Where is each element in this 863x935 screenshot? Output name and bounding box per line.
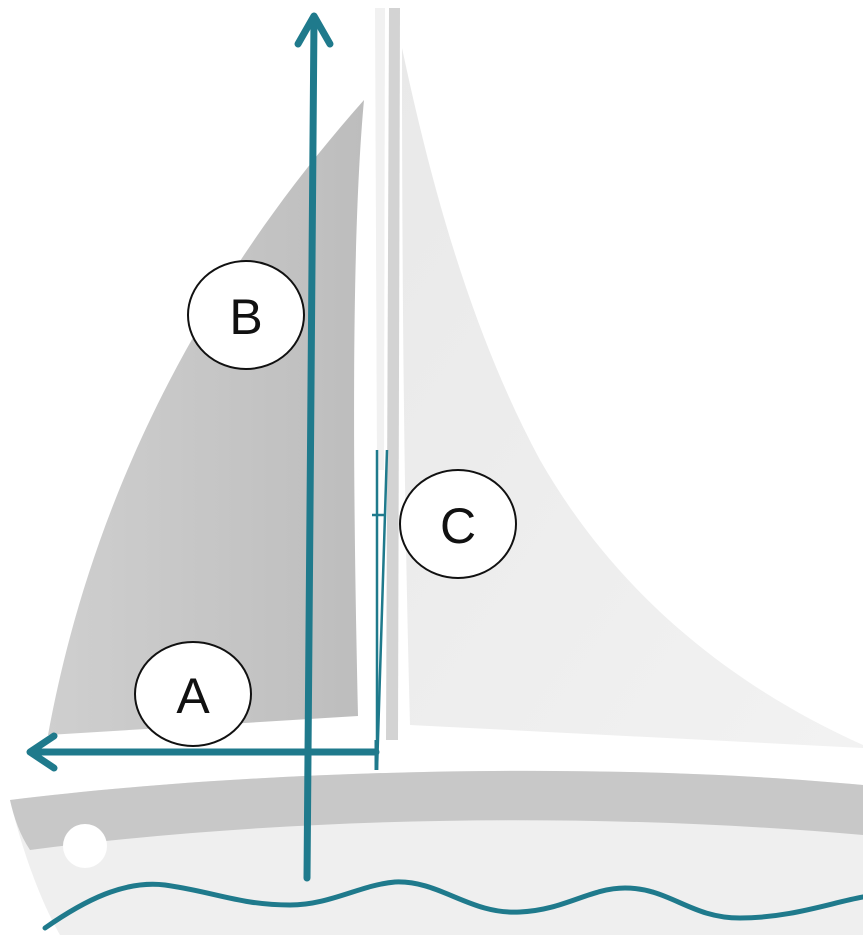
mast bbox=[386, 8, 400, 740]
arrow-b-shaft bbox=[303, 14, 318, 882]
label-a: A bbox=[134, 641, 252, 747]
porthole bbox=[63, 824, 107, 868]
label-b: B bbox=[187, 260, 305, 370]
arrow-a-head bbox=[26, 732, 58, 772]
label-c-text: C bbox=[440, 498, 476, 554]
label-a-text: A bbox=[176, 668, 210, 724]
hull-stripe bbox=[10, 770, 863, 850]
mast-highlight bbox=[375, 8, 385, 470]
label-b-text: B bbox=[229, 289, 262, 345]
angle-c-line-2 bbox=[375, 449, 389, 771]
mainsail bbox=[48, 100, 364, 735]
water-wave bbox=[42, 879, 863, 931]
jib-sail bbox=[402, 48, 863, 748]
label-c: C bbox=[399, 469, 517, 579]
arrow-b-head bbox=[294, 12, 334, 48]
